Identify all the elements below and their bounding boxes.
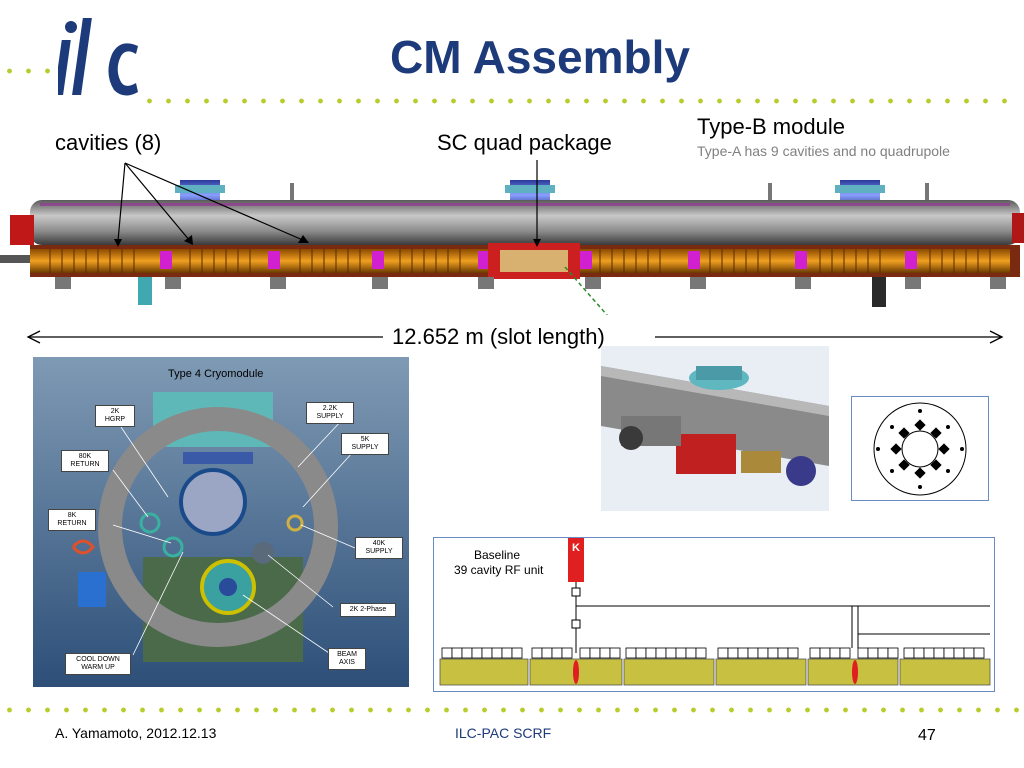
slot-length-arrow (26, 330, 1004, 344)
quad-package-label: SC quad package (437, 130, 612, 155)
ilc-logo-graphic (54, 18, 138, 96)
footer-center: ILC-PAC SCRF (455, 725, 552, 741)
module-note-label: Type-A has 9 cavities and no quadrupole (697, 143, 950, 159)
module-type-label: Type-B module (697, 114, 845, 139)
klystron-label: K (572, 542, 580, 554)
cross-section-caption: Type 4 Cryomodule (168, 368, 264, 380)
quad-package-graphic (601, 366, 829, 486)
quad-cross-section-graphic (873, 402, 967, 496)
bottom-dot-line (0, 707, 1024, 713)
quad-package-render (601, 346, 829, 511)
cryomodule-drawing (0, 160, 1024, 371)
cross-section-graphic (71, 392, 356, 662)
footer-author: A. Yamamoto, 2012.12.13 (55, 725, 217, 741)
slot-length-dimension (0, 325, 1024, 355)
slide-title: CM Assembly (390, 31, 690, 83)
callout-2k-2phase: 2K 2-Phase (340, 603, 396, 617)
baseline-title-line1: Baseline (474, 548, 521, 562)
baseline-rf-graphic (439, 538, 991, 686)
baseline-rf-unit-panel: Baseline 39 cavity RF unit K (433, 537, 995, 692)
top-dot-line-left (0, 68, 60, 74)
quad-cross-section (851, 396, 989, 501)
cryomodule-side-view (0, 155, 1024, 371)
cavities-label: cavities (8) (55, 130, 162, 155)
top-dot-line (140, 98, 1020, 104)
ilc-logo (54, 10, 148, 110)
slot-length-label: 12.652 m (slot length) (392, 324, 605, 349)
baseline-title-line2: 39 cavity RF unit (454, 563, 544, 577)
footer-page-number: 47 (918, 727, 936, 744)
